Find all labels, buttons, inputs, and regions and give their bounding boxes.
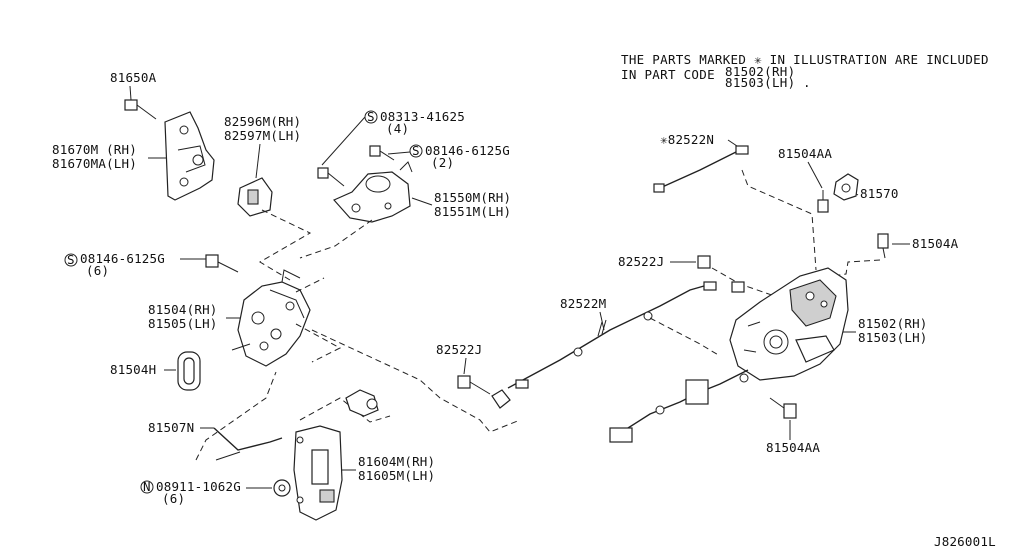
label-81504: 81504(RH) (148, 302, 218, 317)
dashed-82522M (649, 317, 721, 357)
bolt-81504A (877, 233, 889, 259)
dashed-81504A (831, 259, 881, 277)
leader-81550M (411, 197, 433, 206)
label-81670M: 81670M (RH) (52, 142, 137, 157)
screw-08146-b (205, 254, 239, 273)
s-mark-08146-b: S (64, 252, 78, 267)
n-mark-08911: N (140, 479, 154, 494)
svg-text:S: S (367, 109, 375, 124)
bolt-81650A (124, 99, 157, 120)
figure-code: J826001L (934, 534, 996, 549)
label-81570: 81570 (860, 186, 899, 201)
cable-82522N (653, 145, 749, 193)
note-line2-prefix: IN PART CODE (621, 67, 715, 82)
cable-82522M (507, 281, 745, 389)
bracket-81670M (164, 111, 215, 201)
leader-81650A (129, 85, 132, 101)
label-81507N: 81507N (148, 420, 194, 435)
label-08146-b-qty: (6) (86, 263, 109, 278)
key-cylinder (345, 389, 379, 417)
label-81502: 81502(RH) (858, 316, 928, 331)
label-82597M: 82597M(LH) (224, 128, 301, 143)
label-81504H: 81504H (110, 362, 156, 377)
label-81605M: 81605M(LH) (358, 468, 435, 483)
note-period: . (803, 75, 811, 90)
svg-text:S: S (67, 252, 75, 267)
label-81550M: 81550M(RH) (434, 190, 511, 205)
label-08146-b: 08146-6125G (80, 251, 165, 266)
latch-harness (609, 369, 749, 443)
dashed-82522N (741, 169, 817, 271)
clip-82596M (237, 177, 273, 217)
label-81504A: 81504A (912, 236, 959, 251)
dashed-lock-right (311, 329, 521, 433)
label-81604M: 81604M(RH) (358, 454, 435, 469)
leader-82522J-mid (463, 357, 467, 375)
label-81505: 81505(LH) (148, 316, 218, 331)
label-81670MA: 81670MA(LH) (52, 156, 137, 171)
label-81504AA-top: 81504AA (778, 146, 832, 161)
leader-08146-a (387, 151, 411, 155)
label-08146-a: 08146-6125G (425, 143, 510, 158)
label-81503: 81503(LH) (858, 330, 928, 345)
clip-ring-mid (491, 389, 511, 409)
dashed-rod (195, 371, 277, 461)
nut-08911 (273, 479, 291, 497)
label-81551M: 81551M(LH) (434, 204, 511, 219)
s-mark-08313: S (364, 109, 378, 124)
label-81504AA-bot: 81504AA (766, 440, 820, 455)
label-08146-a-qty: (2) (431, 155, 454, 170)
s-mark-08146-a: S (409, 143, 423, 158)
dashed-lock-mid (295, 323, 342, 363)
latch-assembly-81502 (729, 267, 849, 381)
label-82596M: 82596M(RH) (224, 114, 301, 129)
actuator-81550M (333, 161, 413, 223)
label-82522J-top: 82522J (618, 254, 664, 269)
rod-81507N (213, 427, 283, 461)
leader-81504AA-top (807, 161, 823, 189)
label-82522N: ✳82522N (660, 132, 714, 147)
label-08313-qty: (4) (386, 121, 409, 136)
leader-82596M (255, 143, 261, 179)
bolt-81504AA-bot (769, 397, 797, 419)
clip-82522J-mid (457, 375, 491, 395)
door-lock-81504 (231, 269, 311, 367)
label-08911: 08911-1062G (156, 479, 241, 494)
dashed-lock-up (295, 277, 325, 293)
note-line1: THE PARTS MARKED ✳ IN ILLUSTRATION ARE I… (621, 52, 989, 67)
label-82522J-mid: 82522J (436, 342, 482, 357)
screw-08313 (317, 167, 345, 187)
leader-08313 (321, 116, 366, 166)
screw-08146-a (369, 145, 395, 161)
grommet-81504H (177, 351, 201, 391)
svg-text:N: N (143, 479, 151, 494)
bolt-81504AA-top (817, 190, 829, 213)
label-81650A: 81650A (110, 70, 157, 85)
note-code-lh: 81503(LH) (725, 75, 795, 90)
note-code-rh: 81502(RH) (725, 64, 795, 79)
label-08911-qty: (6) (162, 491, 185, 506)
dashed-81550M (299, 219, 373, 259)
clip-82522J-top (697, 255, 711, 269)
label-08313: 08313-41625 (380, 109, 465, 124)
part-81570 (833, 173, 859, 201)
dashed-82596M (259, 209, 312, 281)
leader-82522M (599, 311, 605, 331)
label-82522M: 82522M (560, 296, 606, 311)
svg-text:S: S (412, 143, 420, 158)
handle-81604M (293, 425, 343, 521)
